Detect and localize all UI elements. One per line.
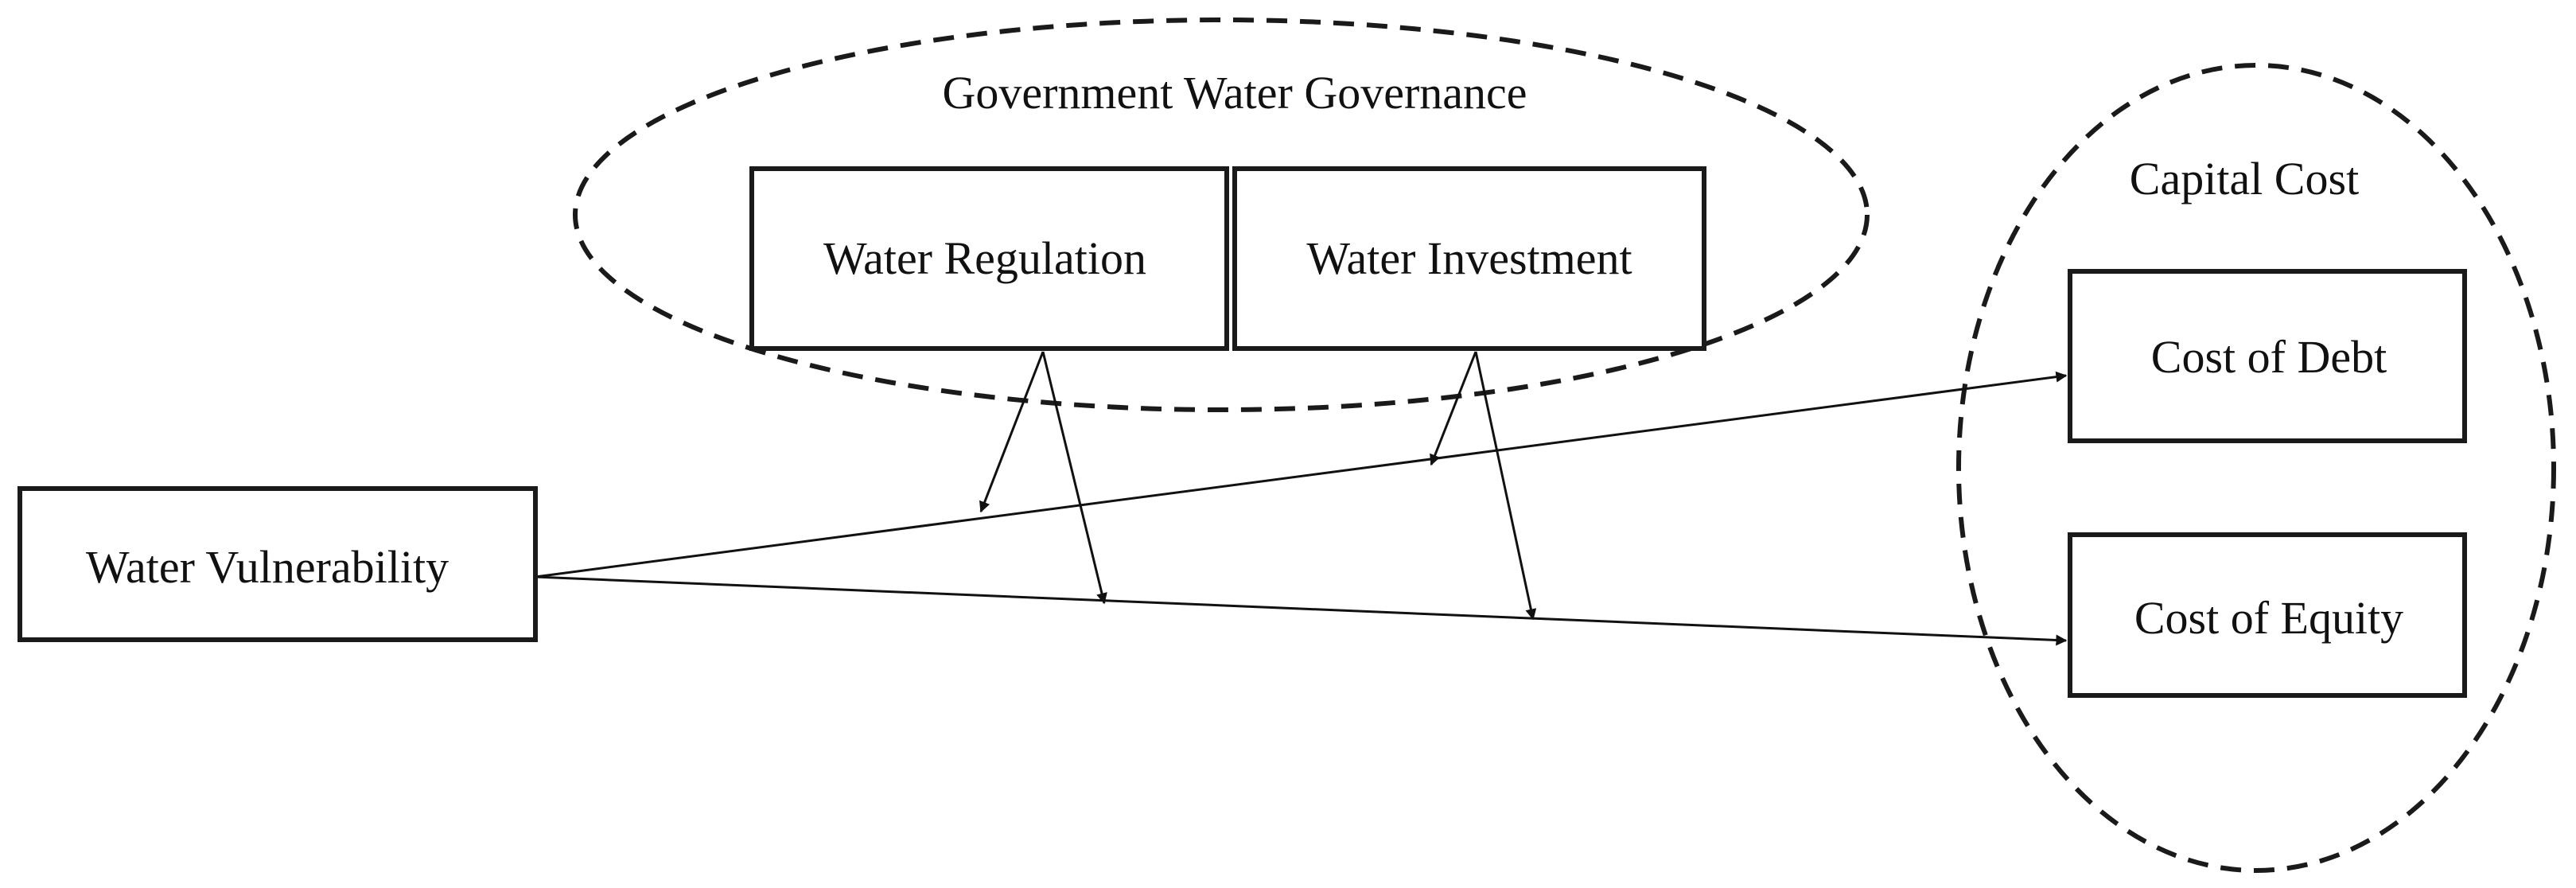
cost-of-debt-box bbox=[2068, 269, 2467, 443]
edge-vulnerability-to-debt bbox=[535, 371, 2068, 578]
group-government-water-governance: Government Water Governance bbox=[573, 18, 1870, 412]
edges bbox=[535, 351, 2068, 646]
cost-of-equity-box bbox=[2068, 532, 2467, 698]
node-water-investment: Water Investment bbox=[1232, 166, 1706, 351]
cost-of-equity-label: Cost of Equity bbox=[2134, 592, 2403, 644]
water-investment-box bbox=[1232, 166, 1706, 351]
water-regulation-label: Water Regulation bbox=[823, 232, 1146, 284]
node-cost-of-debt: Cost of Debt bbox=[2068, 269, 2467, 443]
edge-vulnerability-to-equity bbox=[535, 575, 2068, 646]
water-vulnerability-box bbox=[18, 486, 538, 642]
node-water-vulnerability: Water Vulnerability bbox=[18, 486, 538, 642]
water-regulation-box bbox=[749, 166, 1229, 351]
governance-label: Government Water Governance bbox=[942, 67, 1527, 119]
cost-of-debt-label: Cost of Debt bbox=[2151, 331, 2387, 383]
group-capital-cost: Capital Cost bbox=[1956, 63, 2556, 873]
governance-ellipse bbox=[573, 18, 1870, 412]
edge-regulation-moderates-debt bbox=[979, 351, 1045, 513]
capital-label: Capital Cost bbox=[2130, 153, 2359, 204]
capital-ellipse bbox=[1956, 63, 2556, 873]
edge-investment-moderates-debt bbox=[1430, 351, 1477, 466]
node-cost-of-equity: Cost of Equity bbox=[2068, 532, 2467, 698]
water-investment-label: Water Investment bbox=[1306, 232, 1632, 284]
node-water-regulation: Water Regulation bbox=[749, 166, 1229, 351]
edge-regulation-moderates-equity bbox=[1041, 351, 1107, 605]
edge-investment-moderates-equity bbox=[1474, 351, 1537, 621]
water-vulnerability-label: Water Vulnerability bbox=[86, 541, 449, 593]
